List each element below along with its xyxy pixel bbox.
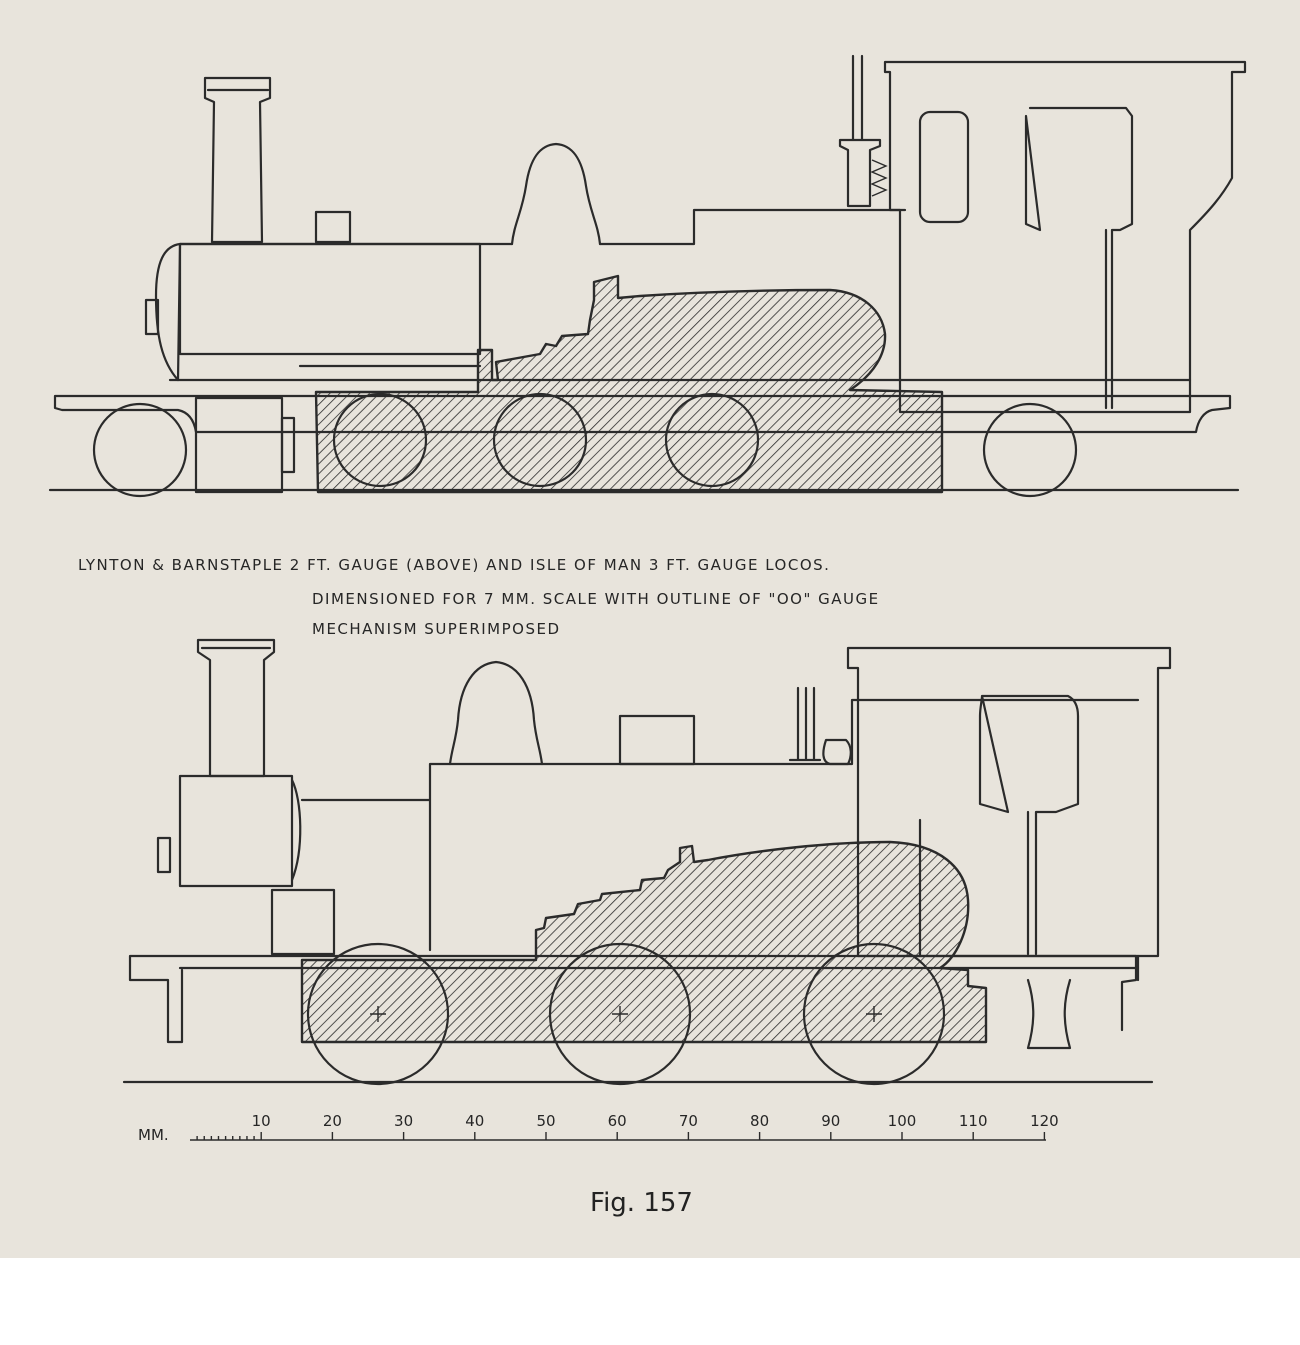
upper-wheel-driving-3 xyxy=(664,392,760,488)
scale-tick-label: 70 xyxy=(679,1112,698,1130)
lower-rear-buffer xyxy=(1026,978,1072,1050)
scale-tick-label: 50 xyxy=(536,1112,555,1130)
upper-wheel-driving-2 xyxy=(492,392,588,488)
lower-buffer-left xyxy=(156,836,172,874)
scale-tick-label: 100 xyxy=(888,1112,917,1130)
upper-side-tank xyxy=(178,208,907,246)
lower-sand-box xyxy=(618,714,696,766)
scale-tick-label: 60 xyxy=(608,1112,627,1130)
lower-wheel-2 xyxy=(548,942,692,1086)
upper-chimney xyxy=(203,76,272,244)
caption-line-1: LYNTON & BARNSTAPLE 2 FT. GAUGE (ABOVE) … xyxy=(78,556,831,574)
caption-line-3: MECHANISM SUPERIMPOSED xyxy=(312,620,561,638)
bottom-band xyxy=(0,1258,1300,1345)
scale-bar: MM. 10 20 30 40 50 60 70 80 90 100 110 120 xyxy=(138,1112,1059,1144)
upper-cylinder-cover xyxy=(280,416,296,474)
scale-ticks: 10 20 30 40 50 60 70 80 90 100 110 120 xyxy=(196,1112,1059,1140)
upper-cab-window-front xyxy=(918,110,970,224)
lower-smokebox-door xyxy=(290,778,302,882)
lower-whistle xyxy=(788,686,822,762)
lower-valve-chest xyxy=(270,888,336,956)
upper-safety-valve xyxy=(838,54,882,208)
lower-dome xyxy=(448,660,544,766)
upper-wheel-leading xyxy=(92,402,188,498)
upper-oo-mechanism xyxy=(314,274,944,494)
upper-wheel-driving-1 xyxy=(332,392,428,488)
scale-tick-label: 10 xyxy=(252,1112,271,1130)
upper-cab xyxy=(883,60,1247,414)
lower-chimney xyxy=(196,638,276,778)
upper-smokebox xyxy=(154,242,182,382)
locomotive-drawings: MM. 10 20 30 40 50 60 70 80 90 100 110 120 xyxy=(48,54,1247,1144)
upper-spring xyxy=(870,159,888,197)
upper-buffer-left xyxy=(144,298,160,336)
isle-of-man-loco xyxy=(122,638,1172,1086)
scale-tick-label: 110 xyxy=(959,1112,988,1130)
upper-boiler xyxy=(178,242,482,356)
lower-wheel-1 xyxy=(306,942,450,1086)
scale-tick-label: 30 xyxy=(394,1112,413,1130)
caption-line-2: DIMENSIONED FOR 7 MM. SCALE WITH OUTLINE… xyxy=(312,590,880,608)
lower-cab xyxy=(846,646,1172,958)
upper-cab-door xyxy=(1024,106,1134,410)
lower-wheel-centres xyxy=(370,1006,882,1022)
lower-oo-mechanism xyxy=(300,840,988,1044)
upper-wheel-trailing xyxy=(982,402,1078,498)
scale-unit: MM. xyxy=(138,1126,169,1144)
lower-injector xyxy=(822,738,852,766)
figure-label: Fig. 157 xyxy=(590,1188,693,1218)
scale-tick-label: 90 xyxy=(821,1112,840,1130)
scale-tick-label: 40 xyxy=(465,1112,484,1130)
upper-sand-box xyxy=(314,210,352,244)
lower-cab-door xyxy=(978,694,1080,956)
scale-tick-label: 120 xyxy=(1030,1112,1059,1130)
scale-tick-label: 80 xyxy=(750,1112,769,1130)
lower-smokebox xyxy=(178,774,294,888)
lower-wheel-3 xyxy=(802,942,946,1086)
upper-dome xyxy=(510,142,602,246)
upper-cylinder xyxy=(194,396,284,494)
lynton-barnstaple-loco xyxy=(48,54,1247,498)
scale-tick-label: 20 xyxy=(323,1112,342,1130)
